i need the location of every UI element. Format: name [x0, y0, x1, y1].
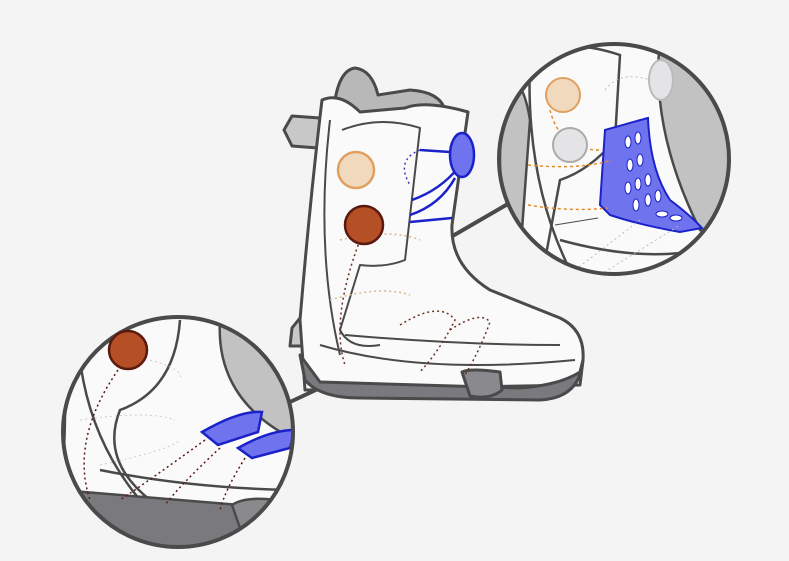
orange-boa-dial[interactable]	[343, 204, 385, 246]
callout-zoom-upper	[497, 42, 731, 276]
heel-loop	[282, 114, 322, 150]
callout-circle-lower	[61, 315, 295, 549]
sole	[298, 353, 585, 402]
callout-circle-upper	[497, 42, 731, 276]
tongue	[333, 66, 447, 117]
blue-boa-dial[interactable]	[448, 131, 476, 179]
grey-boa-dial-zoom	[552, 127, 588, 163]
beige-boa-dial[interactable]	[336, 150, 376, 190]
boot-lace-paths	[329, 149, 491, 376]
orange-boa-dial-zoom	[107, 329, 149, 371]
beige-boa-dial-zoom	[545, 77, 581, 113]
grey-boa-dial-zoom-2	[648, 59, 674, 101]
